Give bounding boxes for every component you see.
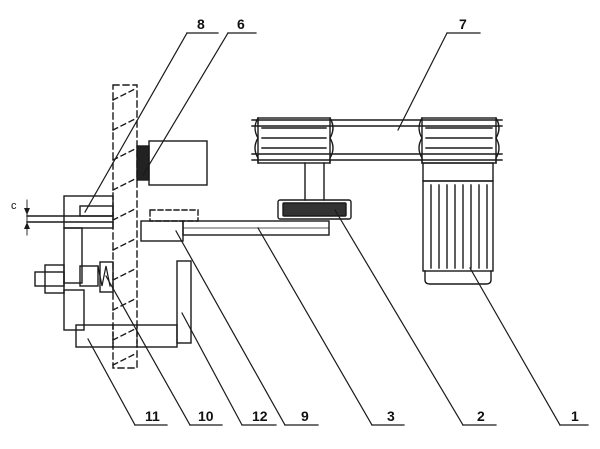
guide-rail xyxy=(176,260,192,344)
pulley-shaft xyxy=(304,162,325,201)
callout-3: 3 xyxy=(387,408,395,424)
callout-2: 2 xyxy=(477,408,485,424)
slider-block xyxy=(140,209,199,242)
callout-11: 11 xyxy=(145,408,160,424)
callout-6: 6 xyxy=(237,16,245,32)
guide-assembly xyxy=(24,195,114,236)
belt-drive xyxy=(251,117,503,164)
callout-9: 9 xyxy=(301,408,309,424)
callout-7: 7 xyxy=(459,16,467,32)
press-block xyxy=(75,324,178,348)
callout-12: 12 xyxy=(252,408,268,424)
bearing-block xyxy=(136,140,208,186)
callout-8: 8 xyxy=(197,16,205,32)
callout-10: 10 xyxy=(198,408,214,424)
callout-1: 1 xyxy=(571,408,579,424)
leader-lines xyxy=(84,32,589,426)
connecting-rod xyxy=(182,220,330,236)
spring-unit xyxy=(34,227,114,331)
dimension-label-c: c xyxy=(11,200,17,212)
motor xyxy=(422,162,494,285)
cam-disk xyxy=(277,199,352,220)
